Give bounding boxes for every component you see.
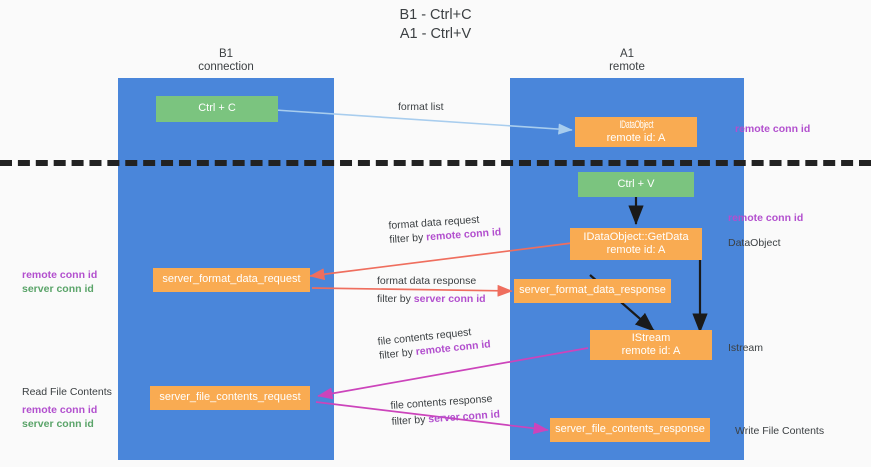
box-istream-line2: remote id: A [621,345,681,357]
box-server-file-contents-response[interactable]: server_file_contents_response [550,418,710,442]
column-header-b1: B1 connection [118,48,334,74]
side-label-remote-conn-id-top: remote conn id [735,123,811,135]
side-label-write-file-contents: Write File Contents [735,425,825,437]
column-header-a1-name: A1 [619,48,635,60]
highlight-remote-conn-id: remote conn id [425,226,502,244]
box-server-format-data-response-label: server_format_data_response [519,284,666,297]
edge-label-format-data-response-line1: format data response [377,275,477,287]
side-label-conn-ids-mid: remote conn id server conn id [22,269,98,295]
box-server-format-data-request-label: server_format_data_request [162,273,301,286]
box-idataobject-top[interactable]: IDataObject remote id: A [575,117,697,147]
title-line-1: B1 - Ctrl+C [399,7,472,23]
edge-label-file-contents-request: file contents request filter by remote c… [377,323,491,363]
section-divider [0,160,871,166]
column-header-a1: A1 remote [510,48,744,74]
edge-label-format-list: format list [398,100,444,114]
edge-label-file-contents-response: file contents response filter by server … [390,391,500,428]
page-title: B1 - Ctrl+C A1 - Ctrl+V [0,6,871,44]
box-getdata-line1: IDataObject::GetData [583,230,689,243]
title-line-2: A1 - Ctrl+V [399,26,472,42]
box-idataobject-getdata[interactable]: IDataObject::GetData remote id: A [570,228,702,260]
box-ctrl-c[interactable]: Ctrl + C [156,96,278,122]
box-server-file-contents-request[interactable]: server_file_contents_request [150,386,310,410]
side-label-read-file-contents: Read File Contents [22,386,112,398]
box-ctrl-c-label: Ctrl + C [198,102,236,115]
box-idataobject-top-line2: remote id: A [606,132,666,144]
box-server-format-data-request[interactable]: server_format_data_request [153,268,310,292]
edge-label-format-list-text: format list [398,101,444,113]
box-server-file-contents-request-label: server_file_contents_request [159,391,301,404]
box-ctrl-v-label: Ctrl + V [617,177,655,190]
box-istream-line1: IStream [631,331,671,344]
column-header-b1-role: connection [198,61,254,73]
side-label-dataobject: DataObject [728,237,781,249]
highlight-server-conn-id-2: server conn id [427,408,501,426]
box-ctrl-v[interactable]: Ctrl + V [578,172,694,197]
column-header-b1-name: B1 [218,48,234,60]
highlight-server-conn-id: server conn id [413,293,486,305]
side-label-conn-ids-bottom: remote conn id server conn id [22,404,98,430]
box-getdata-line2: remote id: A [606,244,666,256]
side-label-remote-conn-id-mid: remote conn id [728,212,804,224]
box-idataobject-top-line1: IDataObject [619,118,653,131]
box-server-format-data-response[interactable]: server_format_data_response [514,279,671,303]
edge-label-format-data-request: format data request filter by remote con… [388,211,502,247]
box-server-file-contents-response-label: server_file_contents_response [555,423,705,436]
side-label-istream: Istream [728,342,764,354]
edge-label-format-data-response-line2: filter by server conn id [377,293,486,305]
box-istream[interactable]: IStream remote id: A [590,330,712,360]
column-header-a1-role: remote [609,61,645,73]
edge-label-format-data-response: format data response filter by server co… [377,274,486,306]
